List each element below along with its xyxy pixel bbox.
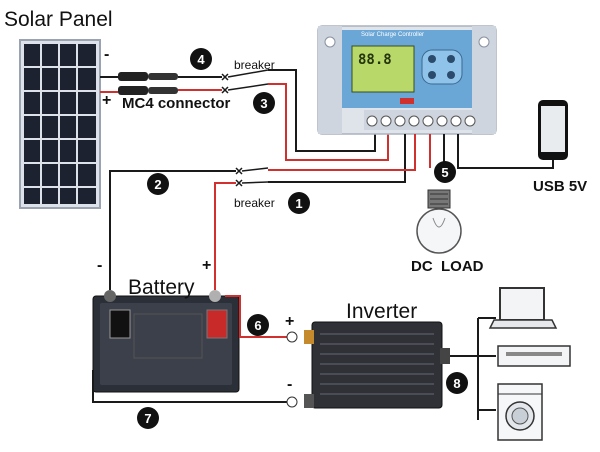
laptop-icon (488, 287, 558, 329)
smartphone-icon (538, 100, 568, 160)
panel-plus-sign: + (102, 92, 112, 109)
breaker-top-label: breaker (234, 58, 275, 72)
step-badge-3: 3 (253, 92, 275, 114)
battery-label: Battery (128, 276, 195, 299)
step-badge-6: 6 (247, 314, 269, 336)
mc4-connector-label: MC4 connector (122, 95, 231, 112)
breaker-top-icon (221, 69, 269, 94)
light-bulb-icon (416, 189, 462, 254)
solar-panel-icon (19, 39, 101, 209)
step-badge-2: 2 (147, 173, 169, 195)
step-badge-5: 5 (434, 161, 456, 183)
battery-icon (92, 290, 240, 393)
step-badge-4: 4 (190, 48, 212, 70)
charge-controller-icon (317, 25, 497, 135)
controller-lcd-readout: 88.8 (358, 52, 392, 68)
battery-minus-sign: - (97, 257, 103, 274)
step-badge-1: 1 (288, 192, 310, 214)
inverter-plus-sign: + (285, 313, 295, 330)
step-badge-8: 8 (446, 372, 468, 394)
step-badge-7: 7 (137, 407, 159, 429)
battery-plus-sign: + (202, 257, 212, 274)
panel-minus-sign: - (104, 46, 110, 63)
mc4-connector-icon (118, 72, 178, 95)
inverter-icon (304, 321, 450, 409)
inverter-minus-sign: - (287, 376, 293, 393)
inverter-label: Inverter (346, 300, 418, 323)
dc-load-label: DC LOAD (411, 258, 484, 275)
controller-title: Solar Charge Controller (361, 32, 425, 38)
solar-panel-label: Solar Panel (4, 8, 113, 31)
usb-label: USB 5V (533, 178, 588, 195)
breaker-bottom-label: breaker (234, 196, 275, 210)
washing-machine-icon (497, 383, 543, 441)
cable-lug-icon (286, 331, 298, 408)
printer-icon (497, 345, 571, 367)
breaker-bottom-icon (235, 167, 269, 187)
